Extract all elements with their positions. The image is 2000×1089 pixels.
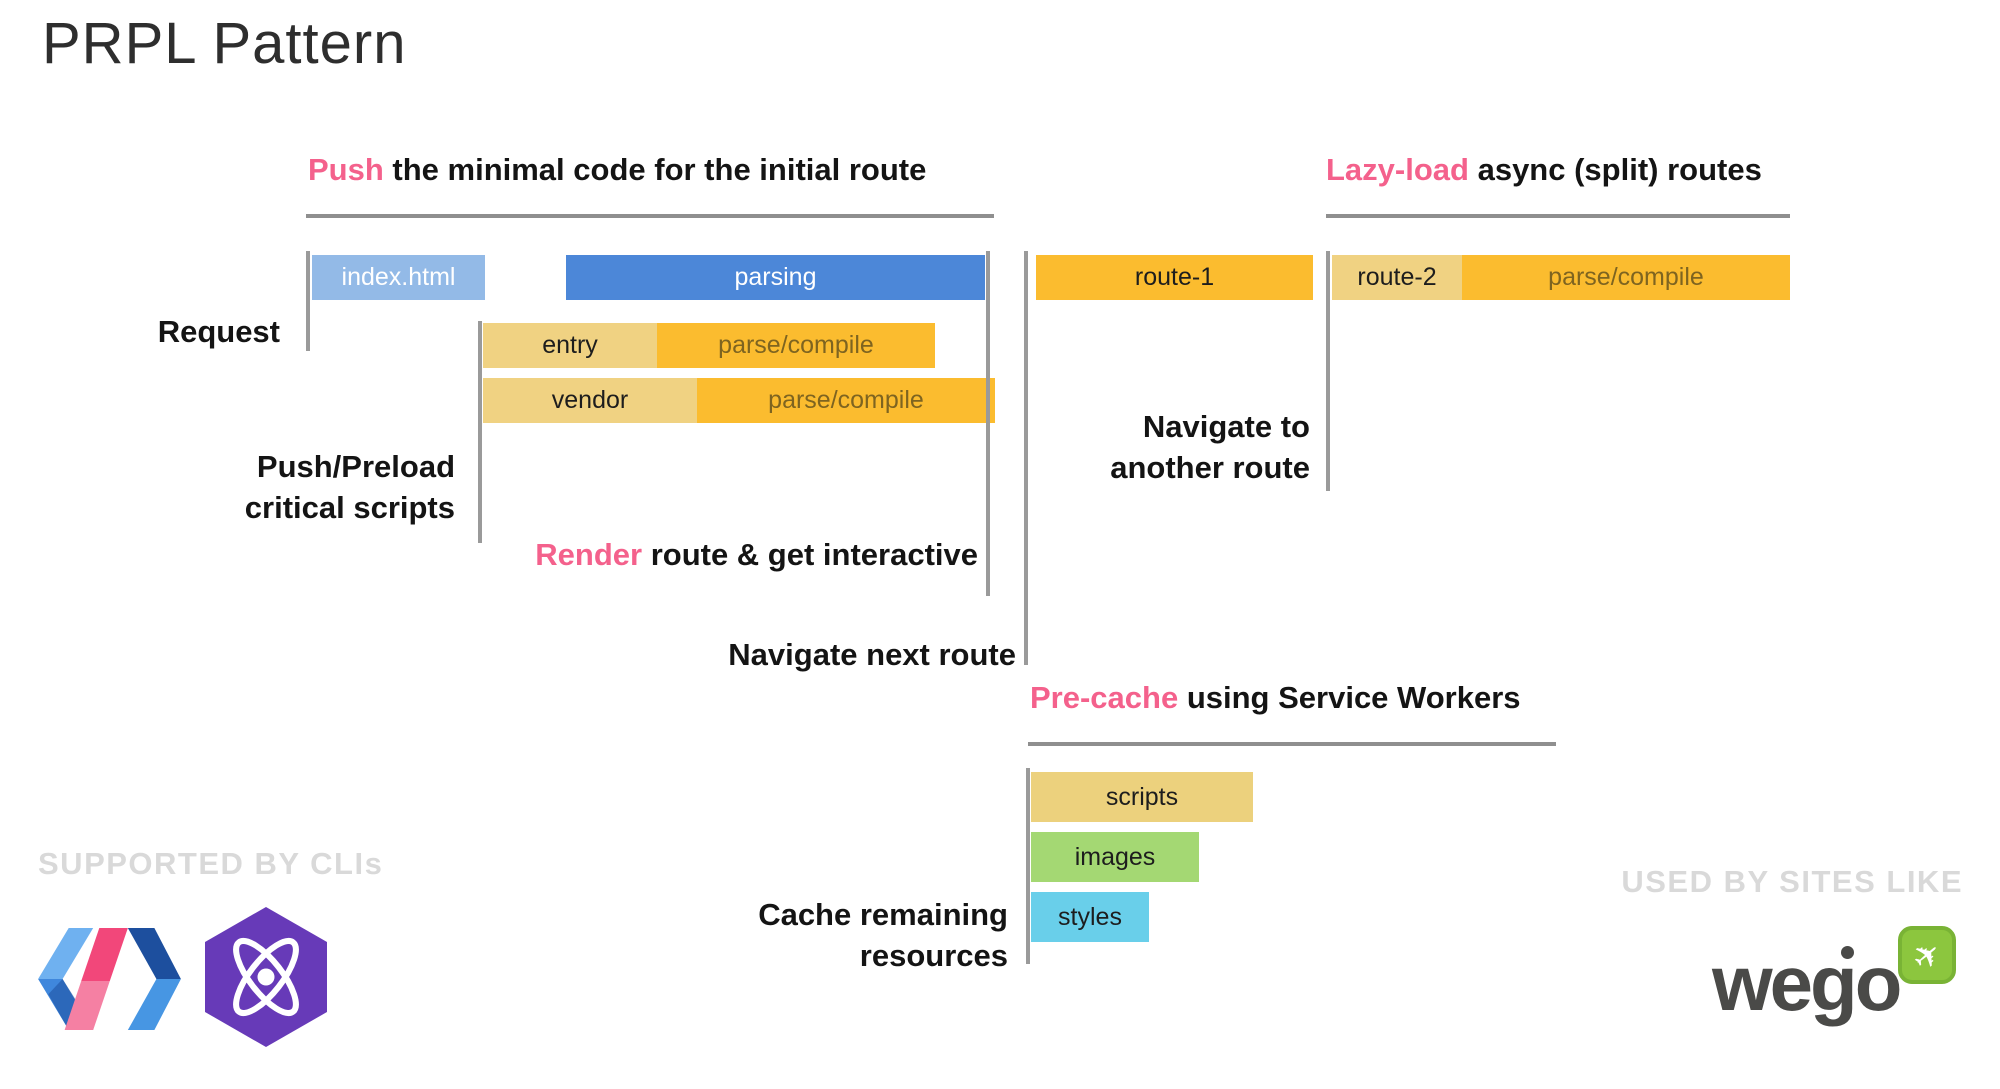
styles-label: styles (1058, 902, 1122, 931)
parsing-bar: parsing (566, 255, 985, 300)
route-2-label: route-2 (1357, 263, 1437, 291)
precache-heading-text: using Service Workers (1178, 680, 1521, 715)
styles-segment: styles (1031, 892, 1149, 942)
lazy-heading-underline (1326, 214, 1790, 218)
airplane-icon: ✈ (1904, 931, 1950, 979)
render-heading-text: route & get interactive (642, 537, 978, 572)
push-heading-underline (306, 214, 994, 218)
push-preload-label: Push/Preload critical scripts (245, 446, 455, 528)
lazy-heading-accent: Lazy-load (1326, 152, 1469, 187)
polymer-logo-icon (38, 928, 181, 1030)
page-title: PRPL Pattern (42, 11, 407, 76)
vendor-bar: vendor parse/compile (483, 378, 995, 423)
polymer-logo (36, 928, 183, 1030)
scripts-bar: scripts (1031, 772, 1253, 822)
render-heading-accent: Render (535, 537, 643, 572)
cache-remaining-line2: resources (859, 938, 1008, 973)
preact-logo-icon (205, 907, 327, 1047)
render-vline (986, 251, 990, 596)
images-segment: images (1031, 832, 1199, 882)
route-2-parse-label: parse/compile (1548, 263, 1704, 291)
scripts-label: scripts (1105, 782, 1179, 811)
precache-heading: Pre-cache using Service Workers (1030, 680, 1521, 716)
route-2-name-segment: route-2 (1332, 255, 1462, 300)
parsing-label: parsing (734, 263, 817, 291)
navigate-another-line1: Navigate to (1142, 409, 1310, 444)
wego-wordmark: wego (1712, 939, 1902, 1027)
push-heading-accent: Push (308, 152, 384, 187)
route-1-segment: route-1 (1036, 255, 1313, 300)
scripts-segment: scripts (1031, 772, 1253, 822)
navigate-next-vline (1024, 251, 1028, 665)
wego-plane-badge: ✈ (1898, 926, 1956, 984)
render-heading: Render route & get interactive (535, 537, 978, 573)
lazy-heading: Lazy-load async (split) routes (1326, 152, 1762, 188)
entry-bar: entry parse/compile (483, 323, 935, 368)
navigate-another-line2: another route (1110, 450, 1310, 485)
lazy-vline (1326, 251, 1330, 491)
vendor-parse-segment: parse/compile (697, 378, 995, 423)
index-html-bar: index.html (312, 255, 485, 300)
used-by-sites-label: USED BY SITES LIKE (1621, 864, 1963, 899)
vendor-parse-label: parse/compile (768, 386, 924, 414)
precache-vline (1026, 768, 1030, 964)
entry-label: entry (542, 331, 598, 359)
entry-parse-label: parse/compile (718, 331, 874, 359)
preact-logo (202, 906, 330, 1048)
navigate-another-label: Navigate to another route (1110, 406, 1310, 488)
route-1-bar: route-1 (1036, 255, 1313, 300)
parsing-segment: parsing (566, 255, 985, 300)
index-html-label: index.html (341, 263, 456, 291)
push-preload-vline (478, 321, 482, 543)
wego-g-dot (1841, 946, 1854, 959)
styles-bar: styles (1031, 892, 1149, 942)
request-vline (306, 251, 310, 351)
cache-remaining-line1: Cache remaining (758, 897, 1008, 932)
lazy-heading-text: async (split) routes (1468, 152, 1762, 187)
images-bar: images (1031, 832, 1199, 882)
images-label: images (1074, 842, 1156, 871)
precache-heading-underline (1028, 742, 1556, 746)
navigate-next-label: Navigate next route (728, 637, 1016, 672)
entry-parse-segment: parse/compile (657, 323, 935, 368)
route-2-bar: route-2 parse/compile (1332, 255, 1790, 300)
supported-by-clis-label: SUPPORTED BY CLIs (38, 846, 384, 881)
request-label: Request (157, 314, 280, 349)
push-preload-line1: Push/Preload (256, 449, 455, 484)
push-preload-line2: critical scripts (244, 490, 455, 525)
route-1-label: route-1 (1134, 263, 1215, 291)
entry-name-segment: entry (483, 323, 657, 368)
route-2-parse-segment: parse/compile (1462, 255, 1790, 300)
cache-remaining-label: Cache remaining resources (758, 894, 1008, 976)
vendor-label: vendor (551, 386, 629, 414)
vendor-name-segment: vendor (483, 378, 697, 423)
push-heading-text: the minimal code for the initial route (383, 152, 927, 187)
wego-logo: wego ✈ (1712, 926, 1982, 1066)
push-heading: Push the minimal code for the initial ro… (308, 152, 926, 188)
index-html-segment: index.html (312, 255, 485, 300)
precache-heading-accent: Pre-cache (1030, 680, 1179, 715)
